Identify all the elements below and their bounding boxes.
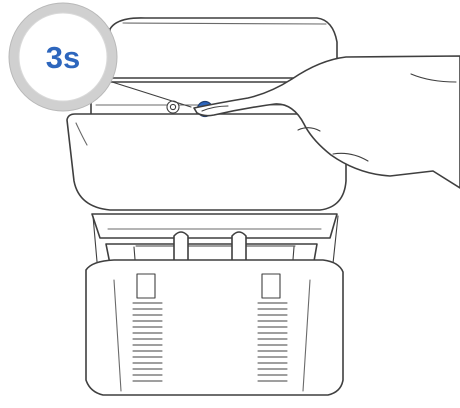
- timer-label: 3s: [46, 40, 80, 75]
- timer-callout: 3s: [9, 3, 117, 111]
- dock-frame-top: [92, 214, 337, 238]
- secondary-button-center: [170, 104, 175, 109]
- dock-lid: [110, 18, 337, 78]
